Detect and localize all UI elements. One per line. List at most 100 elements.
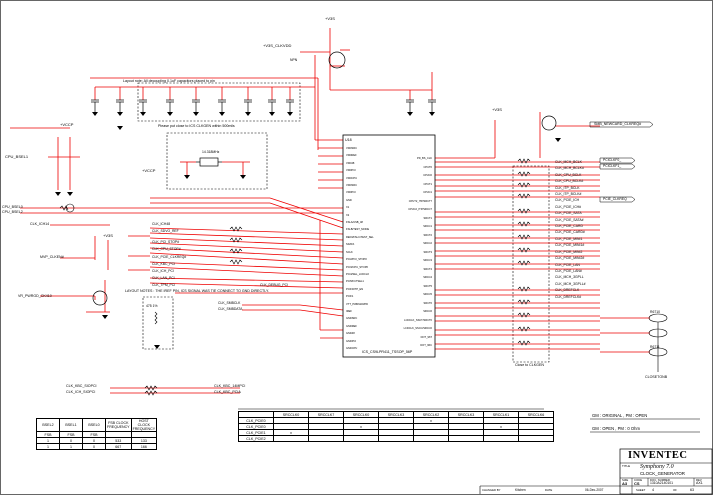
net-lan-pci: CLK_LAN_PCI xyxy=(152,276,175,280)
clock-net-label: CLK_PCIE_ICH# xyxy=(555,204,582,209)
note-gm-open: GM : OPEN , PM : 0 Ohm xyxy=(592,426,640,431)
net-debug-pci: CLK_DEBUG_PCI xyxy=(260,283,289,287)
chip-pin-left: FSLB/TEST_MODE xyxy=(346,228,370,232)
table-cell: 1 xyxy=(36,443,60,450)
table-cell xyxy=(483,435,519,442)
chip-pin-right: PD_BS_CLK xyxy=(417,157,432,160)
sheet-number: 4 xyxy=(652,488,654,492)
chip-pin-left: FSLA/USB_48 xyxy=(346,221,363,225)
layout-note-2: Please put close to ICS CLKGEN within 50… xyxy=(158,124,235,128)
net-smbdata: CLK_SMBDATA xyxy=(218,307,243,311)
chip-pin-left: IREF xyxy=(346,309,352,313)
table-cell xyxy=(413,435,449,442)
table-header-cell: HOST CLOCK FREQUENCY xyxy=(130,418,158,432)
clock-net-label: CLK_PCIE_MINI2# xyxy=(555,256,585,261)
chip-pin-left: PCI3/CPU_STOP# xyxy=(346,265,368,269)
power-label-vccp-2: +VCCP xyxy=(142,168,156,173)
chip-pin-left: GNDCPU xyxy=(346,346,358,350)
chip-pin-right: LCDCLK_SSCT/SRCT0 xyxy=(404,318,432,322)
chip-pin-left: VDDSRC xyxy=(346,147,357,150)
clock-net-label: CLK_MCH_BCLK xyxy=(555,160,582,164)
chip-pin-right: CPUC1 xyxy=(423,191,432,194)
of-label: OF xyxy=(673,488,677,492)
chip-pin-left: GND xyxy=(346,198,352,202)
sheet-label: SHEET xyxy=(636,488,646,492)
power-label-v3s-3: +V3S xyxy=(492,107,502,112)
power-label-vccp: +VCCP xyxy=(60,122,74,127)
clock-net-label: CLK_PCIE_ICH xyxy=(555,198,580,203)
net-pci-stop: CLK_PCI_STOP# xyxy=(152,240,180,244)
size-value: A3 xyxy=(622,481,628,486)
table-cell xyxy=(273,435,309,442)
chip-pin-right: DOT_96C xyxy=(420,344,432,347)
net-kbc-14mpci: CLK_KBC_14MPCI xyxy=(214,384,246,388)
net-cpu-bsel1: CPU_BSEL1 xyxy=(5,154,29,159)
chip-pin-right: CPUC2_ITP/SRCC7 xyxy=(408,208,432,211)
clock-net-label: CLK_DREFCLK# xyxy=(555,294,582,299)
table-header-cell: BSEL1 xyxy=(59,418,83,432)
net-cpu-bsel2: CPU_BSEL2 xyxy=(2,210,23,214)
chip-pin-left: VDDREF xyxy=(346,154,357,158)
size-label: SIZE xyxy=(622,478,629,482)
project-name: Symphony 7.0 xyxy=(640,464,674,470)
clock-net-label: CLK_PCIE_SATA xyxy=(555,211,582,216)
table-cell: 667 xyxy=(105,443,132,450)
table-cell xyxy=(308,435,344,442)
table-cell xyxy=(343,435,379,442)
chip-pin-right: CPUT2_ITP/SRCT7 xyxy=(408,199,432,203)
crystal-label: 14.318MHz xyxy=(202,150,220,154)
date-value: 06-Dec-2007 xyxy=(585,488,604,492)
net-ich-pci: CLK_ICH_PCI xyxy=(152,269,174,273)
table-cell xyxy=(448,435,484,442)
title-label: TITLE xyxy=(622,464,631,468)
layout-note-1: Layout note: All decoupling 0.1uF capaci… xyxy=(123,79,215,83)
net-ich-siopci: CLK_ICH_SIOPCI xyxy=(66,390,96,394)
chip-pin-left: VDDCPU xyxy=(346,176,357,180)
chip-pin-right: SRCT2 xyxy=(423,233,432,237)
table-cell: 166 xyxy=(130,443,158,450)
table-cell: CLK_PCIE2 xyxy=(238,435,274,442)
net-pciclkf1: PCICLKF1_ xyxy=(603,164,622,168)
chip-pin-right: SRCT6 xyxy=(423,301,432,305)
table-cell xyxy=(378,435,414,442)
chip-pin-left: GND48 xyxy=(346,332,355,336)
rev-value: AX1 xyxy=(696,481,703,485)
clock-net-label: CLK_PCIE_MINI2 xyxy=(555,249,583,254)
clock-net-label: CLK_CPU_BCLK# xyxy=(555,179,584,184)
net-clk-sdvo: CLK_SDVO_REF xyxy=(152,229,179,233)
changed-by-label: CHANGED BY xyxy=(482,488,501,492)
net-vr-pwrgd: VR_PWRGD_CK410 xyxy=(18,294,52,298)
chip-pin-right: CPUC0 xyxy=(423,174,432,177)
clock-net-label: CLK_PCIE_CARD xyxy=(555,224,583,229)
chip-pin-left: VDDSRC xyxy=(346,184,357,188)
net-cpu-stop: CLK_CPU_STOP# xyxy=(152,247,181,251)
chip-pin-left: PCI5/FCTSEL1 xyxy=(346,280,364,284)
doc-number: 1310A2140101 xyxy=(650,481,674,485)
layout-note-3: LAYOUT NOTES : THE IREF PIN, ICS SIGNAL … xyxy=(125,289,269,293)
chip-pin-left: GNDSRC xyxy=(346,317,358,321)
chip-pin-left: VDDPCI xyxy=(346,169,356,173)
chip-pin-right: CPUT1 xyxy=(423,182,432,186)
chip-pin-left: REF0/FSLC/TEST_SEL xyxy=(346,235,374,239)
net-pcie-clkreq: CLK_PCIE_CLKREQ# xyxy=(152,255,187,259)
net-kbc-pci: CLK_KBC_PCI xyxy=(152,262,175,266)
power-label-v3s: +V3S xyxy=(325,16,335,21)
power-label-clkvdd: +V3S_CLKVDD xyxy=(263,43,292,48)
net-tpm-pci: CLK_TPM_PCI xyxy=(152,283,176,287)
chip-pin-left: GNDPCI xyxy=(346,339,357,343)
clock-net-label: CLK_MCH_3GPLL# xyxy=(555,281,586,286)
chip-pin-left: GNDREF xyxy=(346,324,357,328)
table-cell: 0 xyxy=(82,443,106,450)
net-pciclkf0: PCICLKF0_ xyxy=(603,158,622,162)
chip-pin-left: VDD48 xyxy=(346,161,355,165)
tp-ref-1: R6710 xyxy=(650,310,660,314)
code-label: CODE xyxy=(634,478,643,482)
chip-pin-left: PCI4/SEL_LCDCL# xyxy=(346,272,369,276)
tp-ref-2: R6711 xyxy=(650,345,660,349)
